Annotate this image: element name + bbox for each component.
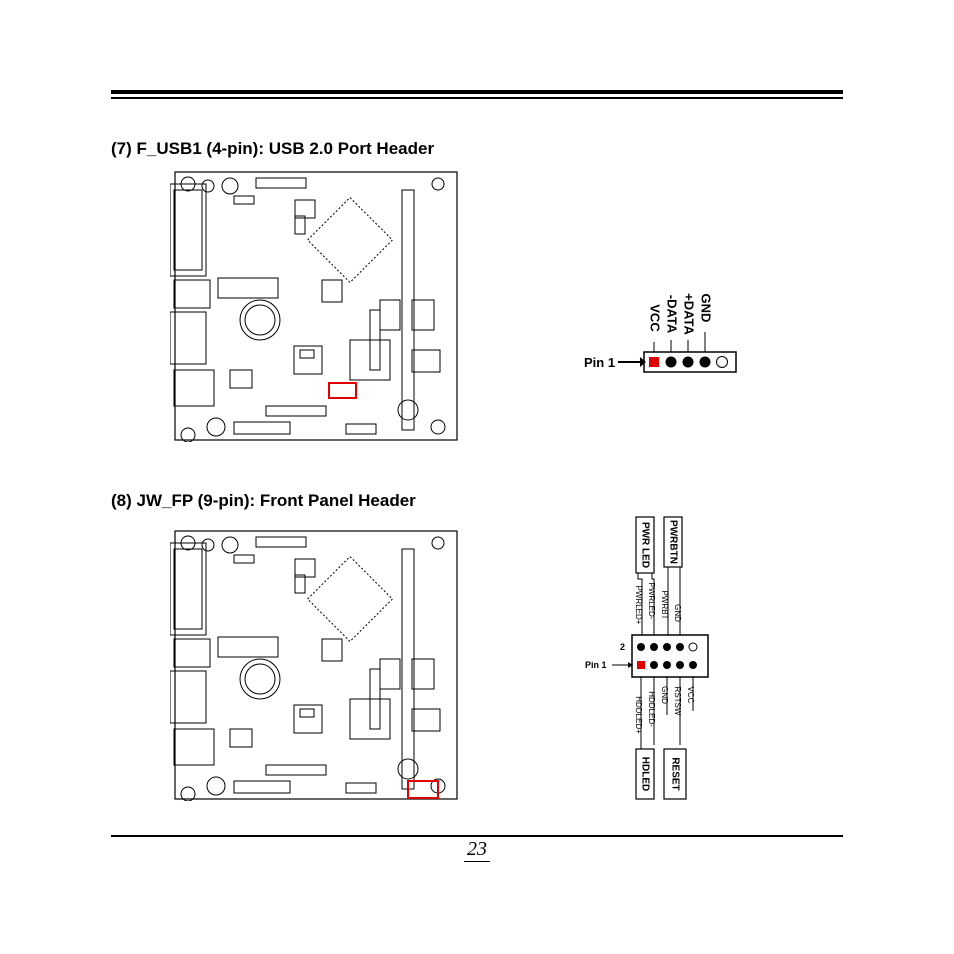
fp-top-pin-pwrbt: PWRBT bbox=[660, 591, 669, 620]
fp-pin-7 bbox=[676, 661, 684, 669]
usb-pin-label-data-minus: -DATA bbox=[665, 295, 680, 334]
fp-bottom-pin-rstsw: RSTSW bbox=[673, 687, 682, 716]
svg-text:PWR LED: PWR LED bbox=[639, 522, 650, 568]
fp-bottom-pin-gnd: GND bbox=[660, 686, 669, 704]
board-outline bbox=[174, 530, 458, 800]
svg-text:PWRBTN: PWRBTN bbox=[667, 520, 678, 564]
fp-pin-1-red bbox=[637, 661, 645, 669]
usb-pin3 bbox=[682, 356, 694, 368]
usb-pin-label-vcc: VCC bbox=[648, 304, 663, 332]
usb-pin4 bbox=[699, 356, 711, 368]
usb-pin-label-gnd: GND bbox=[699, 294, 714, 323]
fp-top-pin-pwrled-plus: PWRLED+ bbox=[634, 586, 643, 625]
usb-pin5-empty bbox=[716, 356, 728, 368]
fp-top-pin-gnd: GND bbox=[673, 604, 682, 622]
fp-pin1-label: Pin 1 bbox=[585, 660, 607, 670]
usb-pin1-arrow bbox=[618, 357, 646, 367]
fp-pin-3 bbox=[650, 661, 658, 669]
group-box-hdled: HDLED bbox=[635, 748, 655, 800]
section-title-usb: (7) F_USB1 (4-pin): USB 2.0 Port Header bbox=[111, 139, 435, 158]
board-outline bbox=[174, 171, 458, 441]
highlight-box-fusb1 bbox=[328, 382, 357, 399]
header-rule-thin bbox=[111, 97, 843, 99]
fp-pin-4 bbox=[650, 643, 658, 651]
fp-pin-8 bbox=[676, 643, 684, 651]
svg-text:HDLED: HDLED bbox=[639, 757, 650, 791]
usb-pin-label-data-plus: +DATA bbox=[682, 293, 697, 335]
section-title-front-panel: (8) JW_FP (9-pin): Front Panel Header bbox=[111, 491, 416, 510]
highlight-box-jwfp bbox=[407, 780, 439, 799]
fp-pin-10-empty bbox=[688, 642, 698, 652]
header-rule-thick bbox=[111, 90, 843, 94]
fp-row2-label: 2 bbox=[620, 642, 625, 652]
fp-pin1-arrow bbox=[612, 662, 633, 668]
fp-bottom-pin-vcc: VCC bbox=[686, 687, 695, 704]
fp-pin-9 bbox=[689, 661, 697, 669]
group-box-pwr-led: PWR LED bbox=[635, 516, 655, 574]
motherboard-image-usb bbox=[170, 171, 458, 442]
fp-pin-5 bbox=[663, 661, 671, 669]
fp-top-pin-pwrled-minus: PWRLED- bbox=[647, 583, 656, 620]
fp-bottom-pin-hddled-minus: HDDLED- bbox=[647, 691, 656, 727]
usb-pin1-red bbox=[649, 357, 659, 367]
page-number: 23 bbox=[0, 838, 954, 862]
footer-rule bbox=[111, 835, 843, 837]
fp-pin-6 bbox=[663, 643, 671, 651]
fp-bottom-pin-hddled-plus: HDDLED+ bbox=[634, 696, 643, 734]
usb-pin1-label: Pin 1 bbox=[584, 355, 615, 370]
usb-header-diagram: VCC -DATA +DATA GND Pin 1 bbox=[584, 293, 737, 373]
usb-pin2 bbox=[665, 356, 677, 368]
motherboard-image-front-panel bbox=[170, 530, 458, 801]
fp-pin-2 bbox=[637, 643, 645, 651]
group-box-pwrbtn: PWRBTN bbox=[663, 516, 683, 568]
fp-header-body bbox=[631, 634, 709, 678]
group-box-reset: RESET bbox=[663, 748, 687, 800]
svg-text:RESET: RESET bbox=[669, 757, 680, 790]
front-panel-header-diagram: PWR LED PWRBTN PWRLED+ PWRLED- PWRBT GND… bbox=[585, 516, 709, 800]
